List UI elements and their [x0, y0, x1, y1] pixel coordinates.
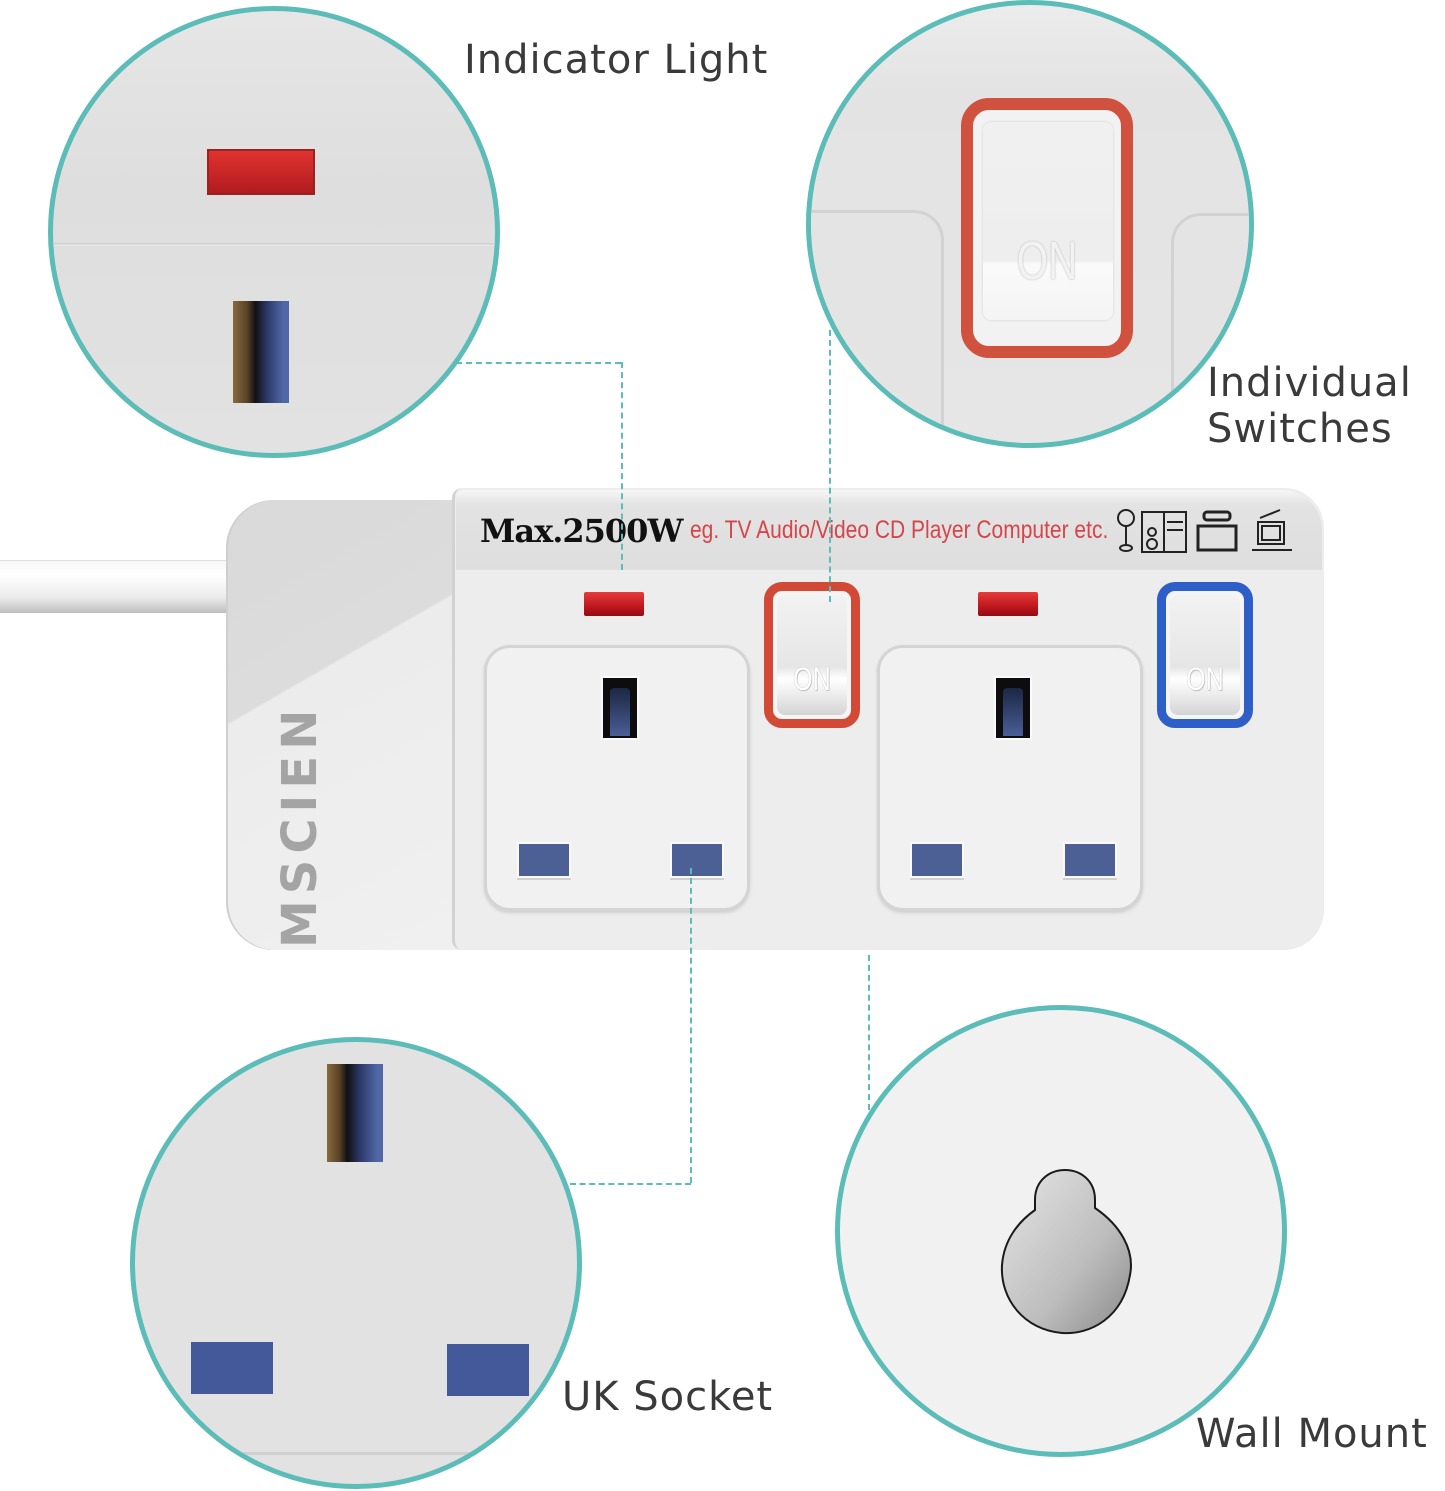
- neutral-pin-slot-zoomed: [447, 1344, 529, 1396]
- earth-slot: [601, 676, 639, 740]
- label-individual-switches-line2: Switches: [1207, 406, 1393, 452]
- label-indicator-light: Indicator Light: [464, 37, 769, 83]
- switch-rocker-zoomed: [983, 122, 1113, 320]
- earth-slot: [994, 676, 1032, 740]
- switch-zoomed: ON: [961, 98, 1133, 358]
- faceplate-seam: [53, 243, 495, 246]
- switch-2-on-label: ON: [1186, 661, 1224, 697]
- switch-socket-1[interactable]: ON: [764, 582, 860, 728]
- zoom-circle-individual-switches: ON: [806, 0, 1254, 448]
- switch-1-on-label: ON: [793, 661, 831, 697]
- live-pin-slot-zoomed: [191, 1342, 273, 1394]
- connector-indicator-v: [621, 362, 623, 570]
- max-power-rating: Max.2500W: [480, 512, 683, 550]
- live-pin-slot: [910, 842, 964, 878]
- label-wall-mount: Wall Mount: [1196, 1411, 1428, 1457]
- connector-wallmount-v: [868, 955, 870, 1110]
- uk-socket-1: [484, 645, 750, 911]
- label-uk-socket: UK Socket: [562, 1374, 774, 1420]
- indicator-light-1: [584, 592, 644, 616]
- switch-1-rocker: [777, 595, 847, 715]
- indicator-light-zoomed: [207, 149, 315, 195]
- neutral-pin-slot: [670, 842, 724, 878]
- connector-switch-v: [829, 330, 831, 602]
- earth-slot-zoomed: [327, 1064, 383, 1162]
- usage-examples: eg. TV Audio/Video CD Player Computer et…: [690, 516, 1109, 544]
- keyhole-mount-icon: [1000, 1169, 1132, 1335]
- uk-socket-2: [877, 645, 1143, 911]
- earth-slot-zoomed: [233, 301, 289, 403]
- device-icons-group: [1117, 509, 1292, 553]
- strip-end-cap: [226, 500, 466, 950]
- socket-edge-left: [811, 210, 944, 443]
- zoom-circle-wall-mount: [835, 1005, 1287, 1457]
- zoom-circle-indicator-light: [48, 6, 500, 458]
- switch-on-label-zoomed: ON: [1016, 231, 1078, 291]
- tv-icon: [1196, 510, 1238, 552]
- power-cable: [0, 560, 230, 613]
- switch-socket-2[interactable]: ON: [1157, 582, 1253, 728]
- connector-socket-v: [690, 868, 692, 1183]
- brand-logo: MSCIEN: [272, 703, 328, 948]
- label-individual-switches-line1: Individual: [1207, 360, 1412, 406]
- microphone-icon: [1117, 509, 1135, 552]
- faceplate-seam: [135, 1452, 577, 1455]
- socket-edge-right: [1171, 213, 1249, 443]
- audio-video-rack-icon: [1141, 511, 1187, 553]
- connector-socket-h: [570, 1183, 691, 1185]
- connector-indicator-h: [456, 362, 621, 364]
- live-pin-slot: [517, 842, 571, 878]
- indicator-light-2: [978, 592, 1038, 616]
- computer-icon: [1252, 509, 1292, 551]
- neutral-pin-slot: [1063, 842, 1117, 878]
- switch-2-rocker: [1170, 595, 1240, 715]
- zoom-circle-uk-socket: [130, 1037, 582, 1489]
